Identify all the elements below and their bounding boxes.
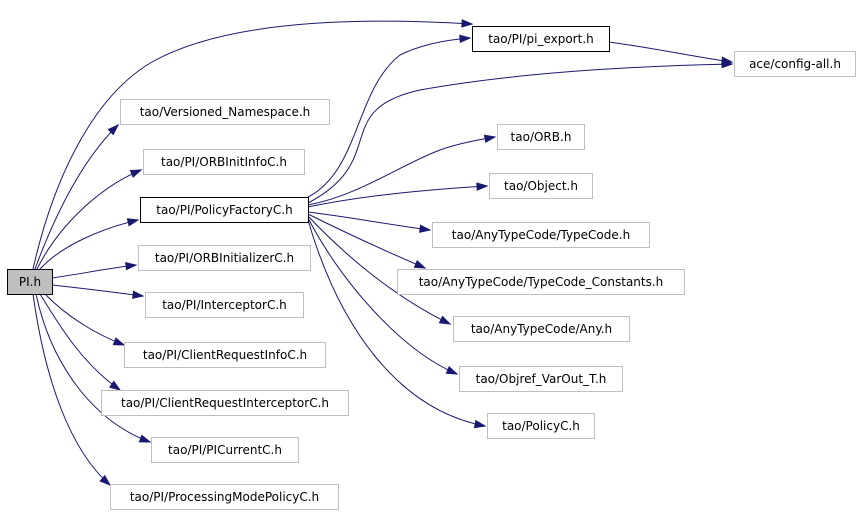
node-label: tao/Objref_VarOut_T.h [476, 372, 607, 386]
node-box [397, 269, 685, 295]
arrowhead-orbinitializer [125, 262, 138, 271]
nodes-layer: PI.h tao/PI/pi_export.h ace/config-all.h ta… [7, 26, 856, 510]
edge-pi_h-to-orbinitializer [51, 264, 137, 279]
node-box [110, 484, 339, 510]
arrowhead-pi_export [461, 19, 474, 28]
node-typecode: tao/AnyTypeCode/TypeCode.h [432, 222, 650, 248]
edge-pi_h-to-picurrent [35, 293, 151, 443]
node-label: tao/PI/ORBInitializerC.h [155, 251, 294, 265]
edges-layer [32, 19, 734, 486]
arrowhead-pi_export [459, 34, 472, 44]
arrowhead-policyc [473, 419, 487, 429]
node-box [734, 51, 856, 77]
arrowhead-any [438, 315, 452, 325]
node-box [151, 437, 299, 463]
edge-policyfactory-to-objref_varout [307, 217, 458, 375]
edge-policyfactory-to-config_all [307, 63, 733, 204]
node-box [138, 245, 311, 271]
node-box [432, 222, 650, 248]
edge-pi_h-to-versioned_ns [34, 124, 119, 270]
node-orbinitinfo: tao/PI/ORBInitInfoC.h [143, 149, 305, 175]
edge-pi_h-to-pi_export [32, 20, 473, 270]
edge-policyfactory-to-object [307, 185, 488, 208]
arrowhead-processingmode [99, 474, 112, 486]
node-pi_h[interactable]: PI.h [7, 269, 53, 295]
edge-pi_h-to-policyfactory [39, 219, 139, 270]
node-box [101, 390, 349, 416]
arrowhead-objref_varout [445, 366, 459, 375]
edge-policyfactory-to-any [307, 215, 451, 325]
node-box [124, 342, 326, 368]
node-typecode_constants: tao/AnyTypeCode/TypeCode_Constants.h [397, 269, 685, 295]
node-label: PI.h [19, 275, 41, 289]
node-label: tao/PI/ClientRequestInfoC.h [143, 348, 307, 362]
arrowhead-orb [483, 134, 497, 143]
edge-policyfactory-to-pi_export [307, 37, 471, 198]
node-box [487, 413, 595, 439]
node-label: tao/AnyTypeCode/TypeCode_Constants.h [419, 275, 664, 289]
node-picurrent: tao/PI/PICurrentC.h [151, 437, 299, 463]
node-label: tao/PI/ORBInitInfoC.h [161, 155, 287, 169]
arrowhead-picurrent [138, 434, 152, 443]
edge-pi_h-to-clientreqinfo [44, 293, 125, 346]
edge-pi_h-to-processingmode [32, 293, 111, 486]
arrowhead-interceptor [132, 290, 145, 299]
node-orb: tao/ORB.h [497, 124, 585, 150]
edge-pi_h-to-orbinitinfo [36, 169, 142, 270]
node-label: tao/PI/ProcessingModePolicyC.h [130, 490, 319, 504]
node-box [143, 149, 305, 175]
arrowhead-typecode_constants [413, 259, 427, 269]
node-box [472, 26, 610, 52]
node-box [453, 316, 630, 342]
node-label: tao/PolicyC.h [502, 419, 580, 433]
node-label: tao/Object.h [504, 179, 578, 193]
edge-policyfactory-to-typecode_constants [307, 213, 426, 269]
arrowhead-policyfactory [126, 218, 140, 227]
node-label: tao/PI/PolicyFactoryC.h [156, 203, 292, 217]
node-objref_varout: tao/Objref_VarOut_T.h [459, 366, 623, 392]
arrowhead-config_all [721, 60, 734, 69]
edge-policyfactory-to-typecode [307, 211, 431, 231]
node-label: tao/PI/pi_export.h [488, 32, 594, 46]
node-any: tao/AnyTypeCode/Any.h [453, 316, 630, 342]
node-box [140, 197, 309, 223]
node-policyfactory[interactable]: tao/PI/PolicyFactoryC.h [140, 197, 309, 223]
node-box [489, 173, 593, 199]
node-box [145, 292, 304, 318]
edge-policyfactory-to-policyc [307, 219, 486, 427]
node-label: tao/AnyTypeCode/Any.h [471, 322, 612, 336]
edge-pi_export-to-config_all [608, 41, 733, 63]
node-clientreqinterceptor: tao/PI/ClientRequestInterceptorC.h [101, 390, 349, 416]
node-clientreqinfo: tao/PI/ClientRequestInfoC.h [124, 342, 326, 368]
node-label: tao/ORB.h [511, 130, 572, 144]
node-box [7, 269, 53, 295]
edge-pi_h-to-clientreqinterceptor [39, 293, 121, 391]
arrowhead-typecode [419, 224, 432, 233]
arrowhead-clientreqinterceptor [108, 380, 122, 391]
arrowhead-versioned_ns [107, 123, 120, 136]
arrowhead-orbinitinfo [129, 169, 143, 178]
node-box [459, 366, 623, 392]
arrowhead-object [476, 182, 489, 191]
node-label: tao/Versioned_Namespace.h [140, 105, 311, 119]
node-processingmode: tao/PI/ProcessingModePolicyC.h [110, 484, 339, 510]
arrowhead-clientreqinfo [112, 337, 126, 346]
node-label: tao/PI/PICurrentC.h [168, 443, 282, 457]
node-interceptor: tao/PI/InterceptorC.h [145, 292, 304, 318]
node-policyc: tao/PolicyC.h [487, 413, 595, 439]
node-box [120, 99, 330, 125]
node-label: tao/PI/InterceptorC.h [162, 298, 287, 312]
node-object: tao/Object.h [489, 173, 593, 199]
node-box [497, 124, 585, 150]
edge-policyfactory-to-orb [307, 136, 496, 206]
node-pi_export[interactable]: tao/PI/pi_export.h [472, 26, 610, 52]
node-label: tao/AnyTypeCode/TypeCode.h [452, 228, 630, 242]
edge-pi_h-to-interceptor [51, 284, 144, 297]
node-label: tao/PI/ClientRequestInterceptorC.h [121, 396, 329, 410]
node-config_all: ace/config-all.h [734, 51, 856, 77]
node-label: ace/config-all.h [749, 57, 841, 71]
node-orbinitializer: tao/PI/ORBInitializerC.h [138, 245, 311, 271]
node-versioned_ns: tao/Versioned_Namespace.h [120, 99, 330, 125]
